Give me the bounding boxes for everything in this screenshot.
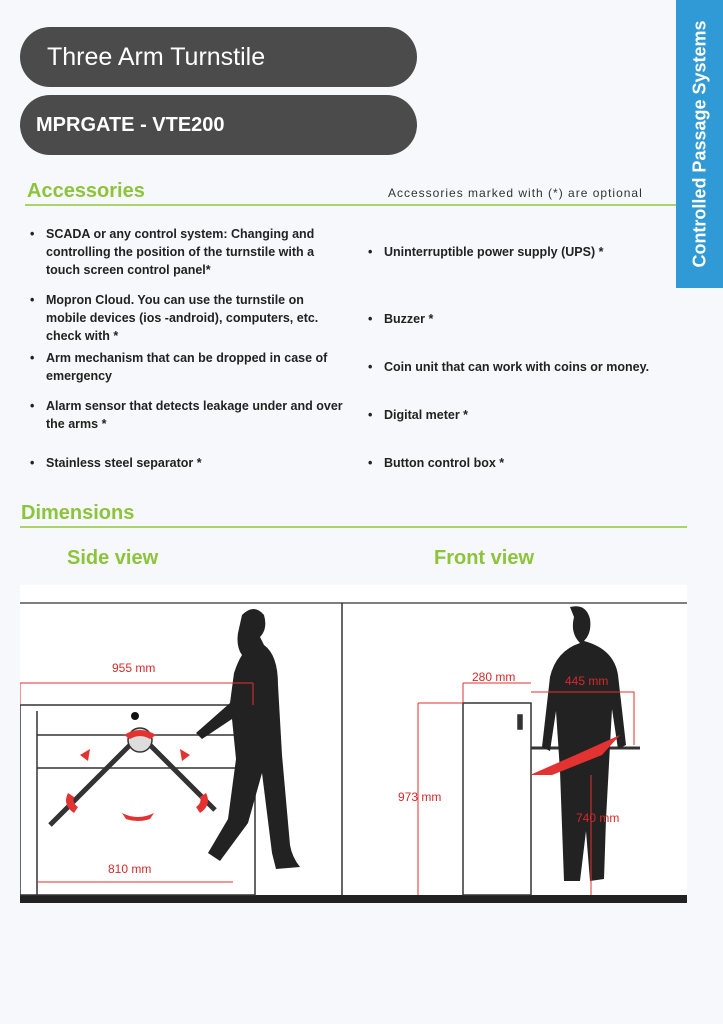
accessory-item: Buzzer *: [368, 310, 433, 328]
accessory-item: Uninterruptible power supply (UPS) *: [368, 243, 603, 261]
side-turnstile: [19, 704, 256, 896]
side-tab: Controlled Passage Systems: [676, 0, 723, 288]
person-front-silhouette: [542, 606, 626, 881]
model-name: MPRGATE - VTE200: [20, 95, 417, 155]
accessory-item: Coin unit that can work with coins or mo…: [368, 358, 649, 376]
product-title: Three Arm Turnstile: [20, 27, 417, 87]
accessory-item: Mopron Cloud. You can use the turnstile …: [30, 291, 346, 345]
accessory-item: Alarm sensor that detects leakage under …: [30, 397, 346, 433]
accessory-item: Arm mechanism that can be dropped in cas…: [30, 349, 361, 385]
dimension-body-width: 280 mm: [472, 670, 516, 684]
dimensions-divider: [20, 526, 687, 528]
accessory-item: Button control box *: [368, 454, 504, 472]
side-view-title: Side view: [67, 547, 159, 569]
accessory-item: Stainless steel separator *: [30, 454, 346, 472]
dimension-height: 973 mm: [398, 790, 442, 804]
person-silhouette: [196, 609, 300, 869]
turnstile-illustration: [19, 602, 687, 903]
side-tab-label: Controlled Passage Systems: [689, 20, 709, 268]
accessory-item: SCADA or any control system: Changing an…: [30, 225, 346, 279]
accessories-heading: Accessories: [27, 180, 145, 202]
optional-note: Accessories marked with (*) are optional: [388, 186, 643, 200]
dimension-drawing: 955 mm 810 mm 280 mm 445 mm 973 mm 740 m…: [19, 585, 687, 903]
accessory-item: Digital meter *: [368, 406, 468, 424]
dimensions-heading: Dimensions: [21, 502, 135, 524]
dimension-length-top: 955 mm: [112, 661, 156, 675]
dimension-arm-height: 740 mm: [576, 811, 620, 825]
accessories-divider: [25, 204, 676, 206]
front-view-title: Front view: [434, 547, 535, 569]
dimension-passage-width: 445 mm: [565, 674, 609, 688]
dimension-length-bottom: 810 mm: [108, 862, 152, 876]
